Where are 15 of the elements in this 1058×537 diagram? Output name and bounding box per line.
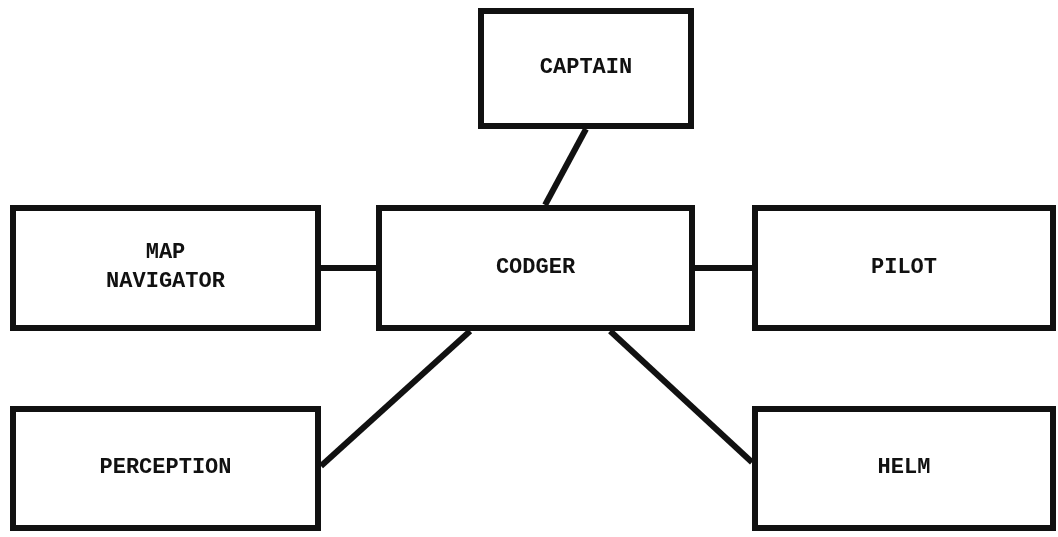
process-box xyxy=(10,406,321,531)
node-label: CODGER xyxy=(495,253,576,282)
connector-line xyxy=(321,265,376,271)
process-box xyxy=(478,8,694,129)
node-label: PILOT xyxy=(871,253,937,282)
process-box xyxy=(752,406,1056,531)
process-box xyxy=(752,205,1056,331)
connector-line xyxy=(695,265,752,271)
node-label: PERCEPTION xyxy=(99,454,232,483)
process-box xyxy=(10,205,321,331)
process-box xyxy=(376,205,695,331)
node-label: HELM xyxy=(877,454,931,483)
node-label: MAP NAVIGATOR xyxy=(105,239,226,296)
connector-line xyxy=(542,127,589,207)
node-label: CAPTAIN xyxy=(539,54,633,83)
